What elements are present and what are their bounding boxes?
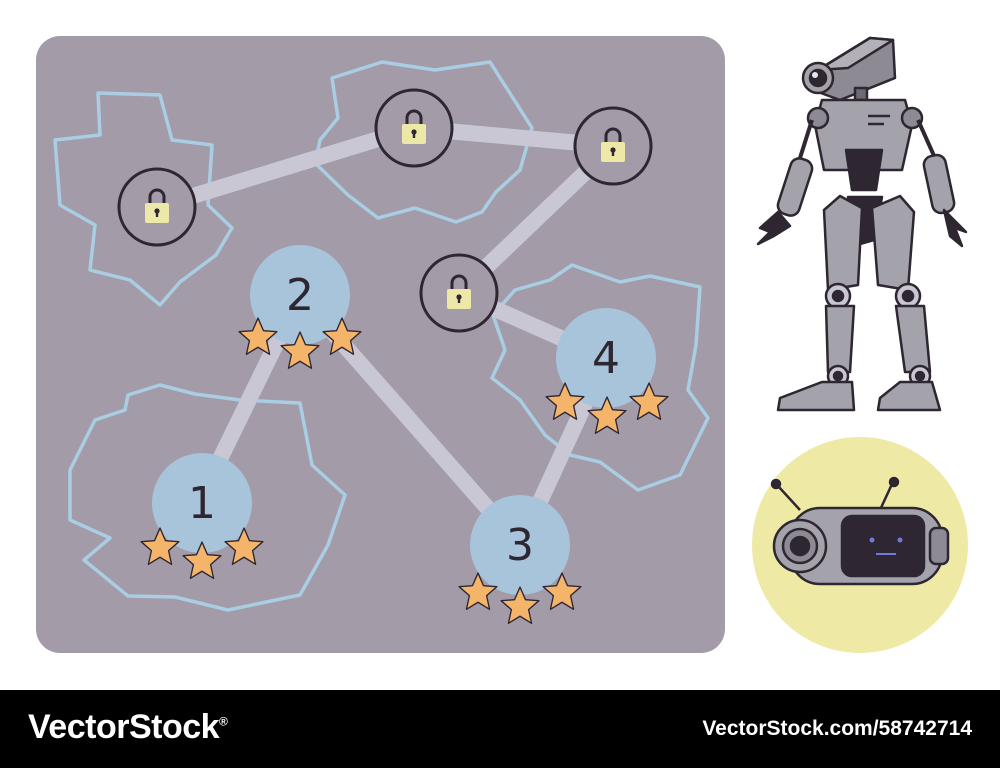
- locked-level-node[interactable]: [419, 253, 499, 333]
- robot-icon: [756, 36, 968, 412]
- level-number: 1: [188, 478, 216, 529]
- robot-capsule-icon: [770, 476, 950, 586]
- locked-level-node[interactable]: [573, 106, 653, 186]
- game-scene: 1 2 3 4: [36, 36, 968, 653]
- level-number: 3: [506, 520, 534, 571]
- brand-name: VectorStock: [28, 708, 220, 746]
- brand-logo: VectorStock®: [28, 708, 228, 747]
- level-node-3[interactable]: 3: [458, 495, 582, 624]
- region-outline: [68, 383, 347, 612]
- level-node-4[interactable]: 4: [545, 308, 669, 434]
- locked-level-node[interactable]: [374, 88, 454, 168]
- companion-robot: [752, 437, 968, 653]
- level-number: 2: [286, 270, 314, 321]
- region-outline: [490, 263, 710, 492]
- watermark-footer: VectorStock® VectorStock.com/58742714: [0, 690, 1000, 768]
- region-outline: [53, 91, 234, 307]
- brand-mark: ®: [219, 714, 228, 729]
- region-outline: [313, 60, 534, 224]
- image-id: VectorStock.com/58742714: [702, 717, 972, 740]
- level-node-1[interactable]: 1: [140, 453, 264, 579]
- map-regions: [53, 60, 710, 612]
- level-node-2[interactable]: 2: [238, 245, 362, 369]
- locked-level-node[interactable]: [117, 167, 197, 247]
- path-segment: [149, 120, 422, 215]
- level-number: 4: [592, 333, 620, 384]
